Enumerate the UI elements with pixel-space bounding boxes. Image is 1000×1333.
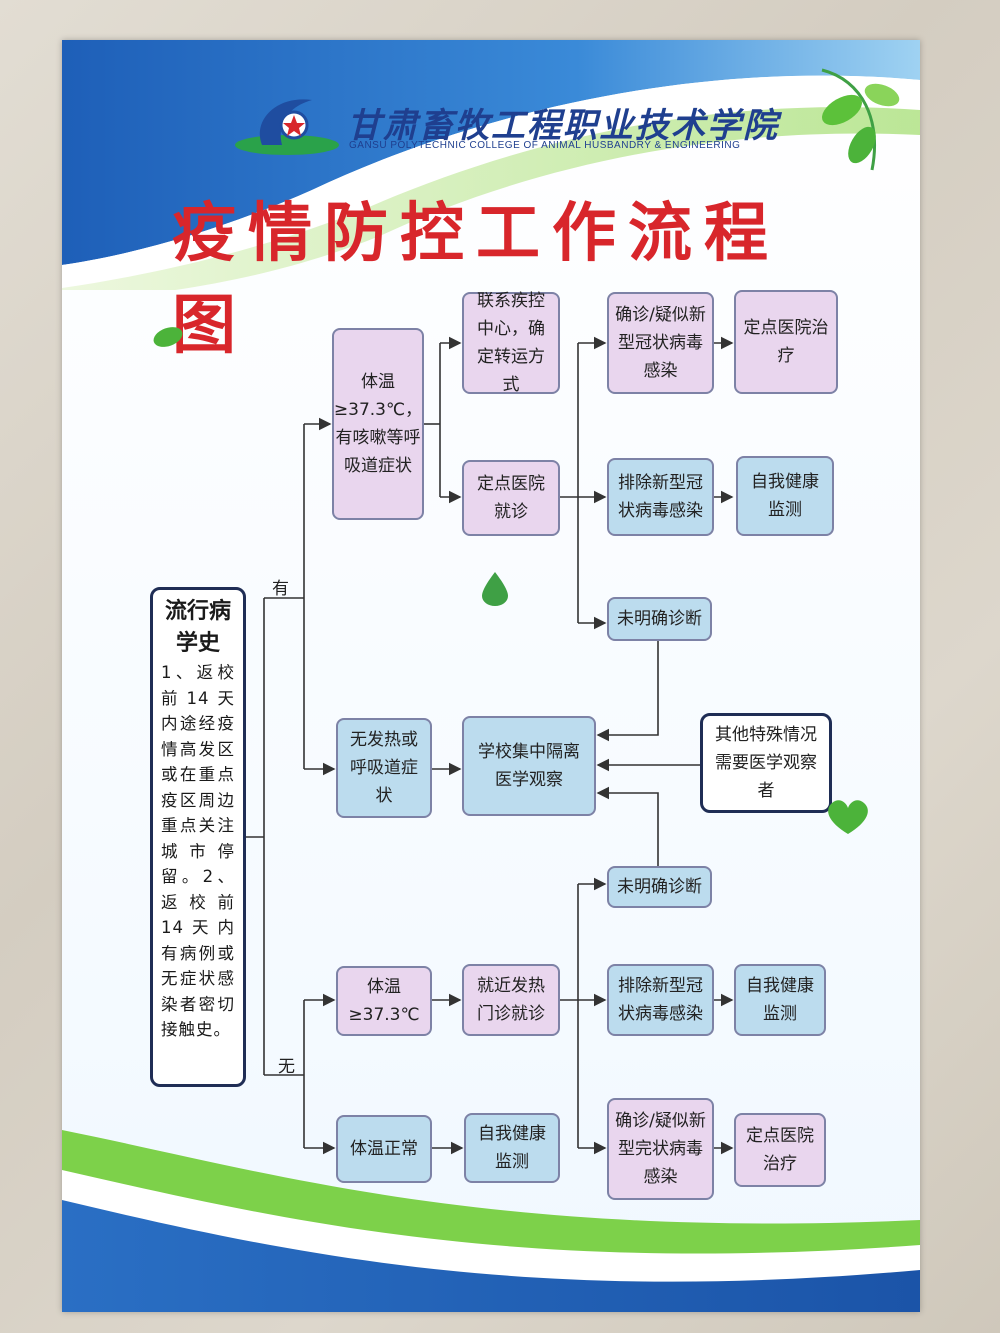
node-undiagnosed-2: 未明确诊断	[607, 866, 712, 908]
node-confirmed-1: 确诊/疑似新型冠状病毒感染	[607, 292, 714, 394]
page-title: 疫情防控工作流程图	[172, 197, 780, 363]
heart-leaf-icon	[828, 800, 868, 834]
node-undiagnosed-1: 未明确诊断	[607, 597, 712, 641]
node-fever-clinic: 就近发热门诊就诊	[462, 964, 560, 1036]
header-band	[62, 40, 920, 290]
epidemiological-history-box: 流行病学史 1、返校前14天内途经疫情高发区或在重点疫区周边重点关注城市停留。2…	[150, 587, 246, 1087]
school-name-en: GANSU POLYTECHNIC COLLEGE OF ANIMAL HUSB…	[349, 140, 741, 151]
node-contact-cdc: 联系疾控中心，确定转运方式	[462, 291, 560, 395]
leaf-decoration-icon	[821, 68, 900, 171]
node-confirmed-2: 确诊/疑似新型完状病毒感染	[607, 1098, 714, 1200]
node-excluded-1: 排除新型冠状病毒感染	[607, 458, 714, 536]
node-no-fever: 无发热或呼吸道症状	[336, 718, 432, 818]
node-special-cases: 其他特殊情况需要医学观察者	[700, 713, 832, 813]
node-normal-temp: 体温正常	[336, 1115, 432, 1183]
node-hospital-visit: 定点医院就诊	[462, 460, 560, 536]
node-self-monitor-2: 自我健康监测	[734, 964, 826, 1036]
node-self-monitor-1: 自我健康监测	[736, 456, 834, 536]
node-designated-treat-2: 定点医院治疗	[734, 1113, 826, 1187]
label-no: 无	[278, 1057, 295, 1077]
node-excluded-2: 排除新型冠状病毒感染	[607, 964, 714, 1036]
history-body: 1、返校前14天内途经疫情高发区或在重点疫区周边重点关注城市停留。2、返校前14…	[161, 663, 235, 1039]
node-fever-only: 体温≥37.3℃	[336, 966, 432, 1036]
history-title: 流行病学史	[164, 599, 231, 656]
label-yes: 有	[272, 579, 289, 599]
footer-band	[62, 1130, 920, 1312]
small-leaf-icon	[153, 327, 183, 347]
node-fever-symptoms: 体温≥37.3℃，有咳嗽等呼吸道症状	[332, 328, 424, 520]
poster: 甘肃畜牧工程职业技术学院 GANSU POLYTECHNIC COLLEGE O…	[62, 40, 920, 1312]
node-self-monitor-3: 自我健康监测	[464, 1113, 560, 1183]
school-name-cn: 甘肃畜牧工程职业技术学院	[347, 106, 779, 146]
node-designated-treat-1: 定点医院治疗	[734, 290, 838, 394]
water-drop-icon	[482, 572, 508, 606]
college-logo-icon	[235, 99, 339, 155]
node-quarantine: 学校集中隔离医学观察	[462, 716, 596, 816]
